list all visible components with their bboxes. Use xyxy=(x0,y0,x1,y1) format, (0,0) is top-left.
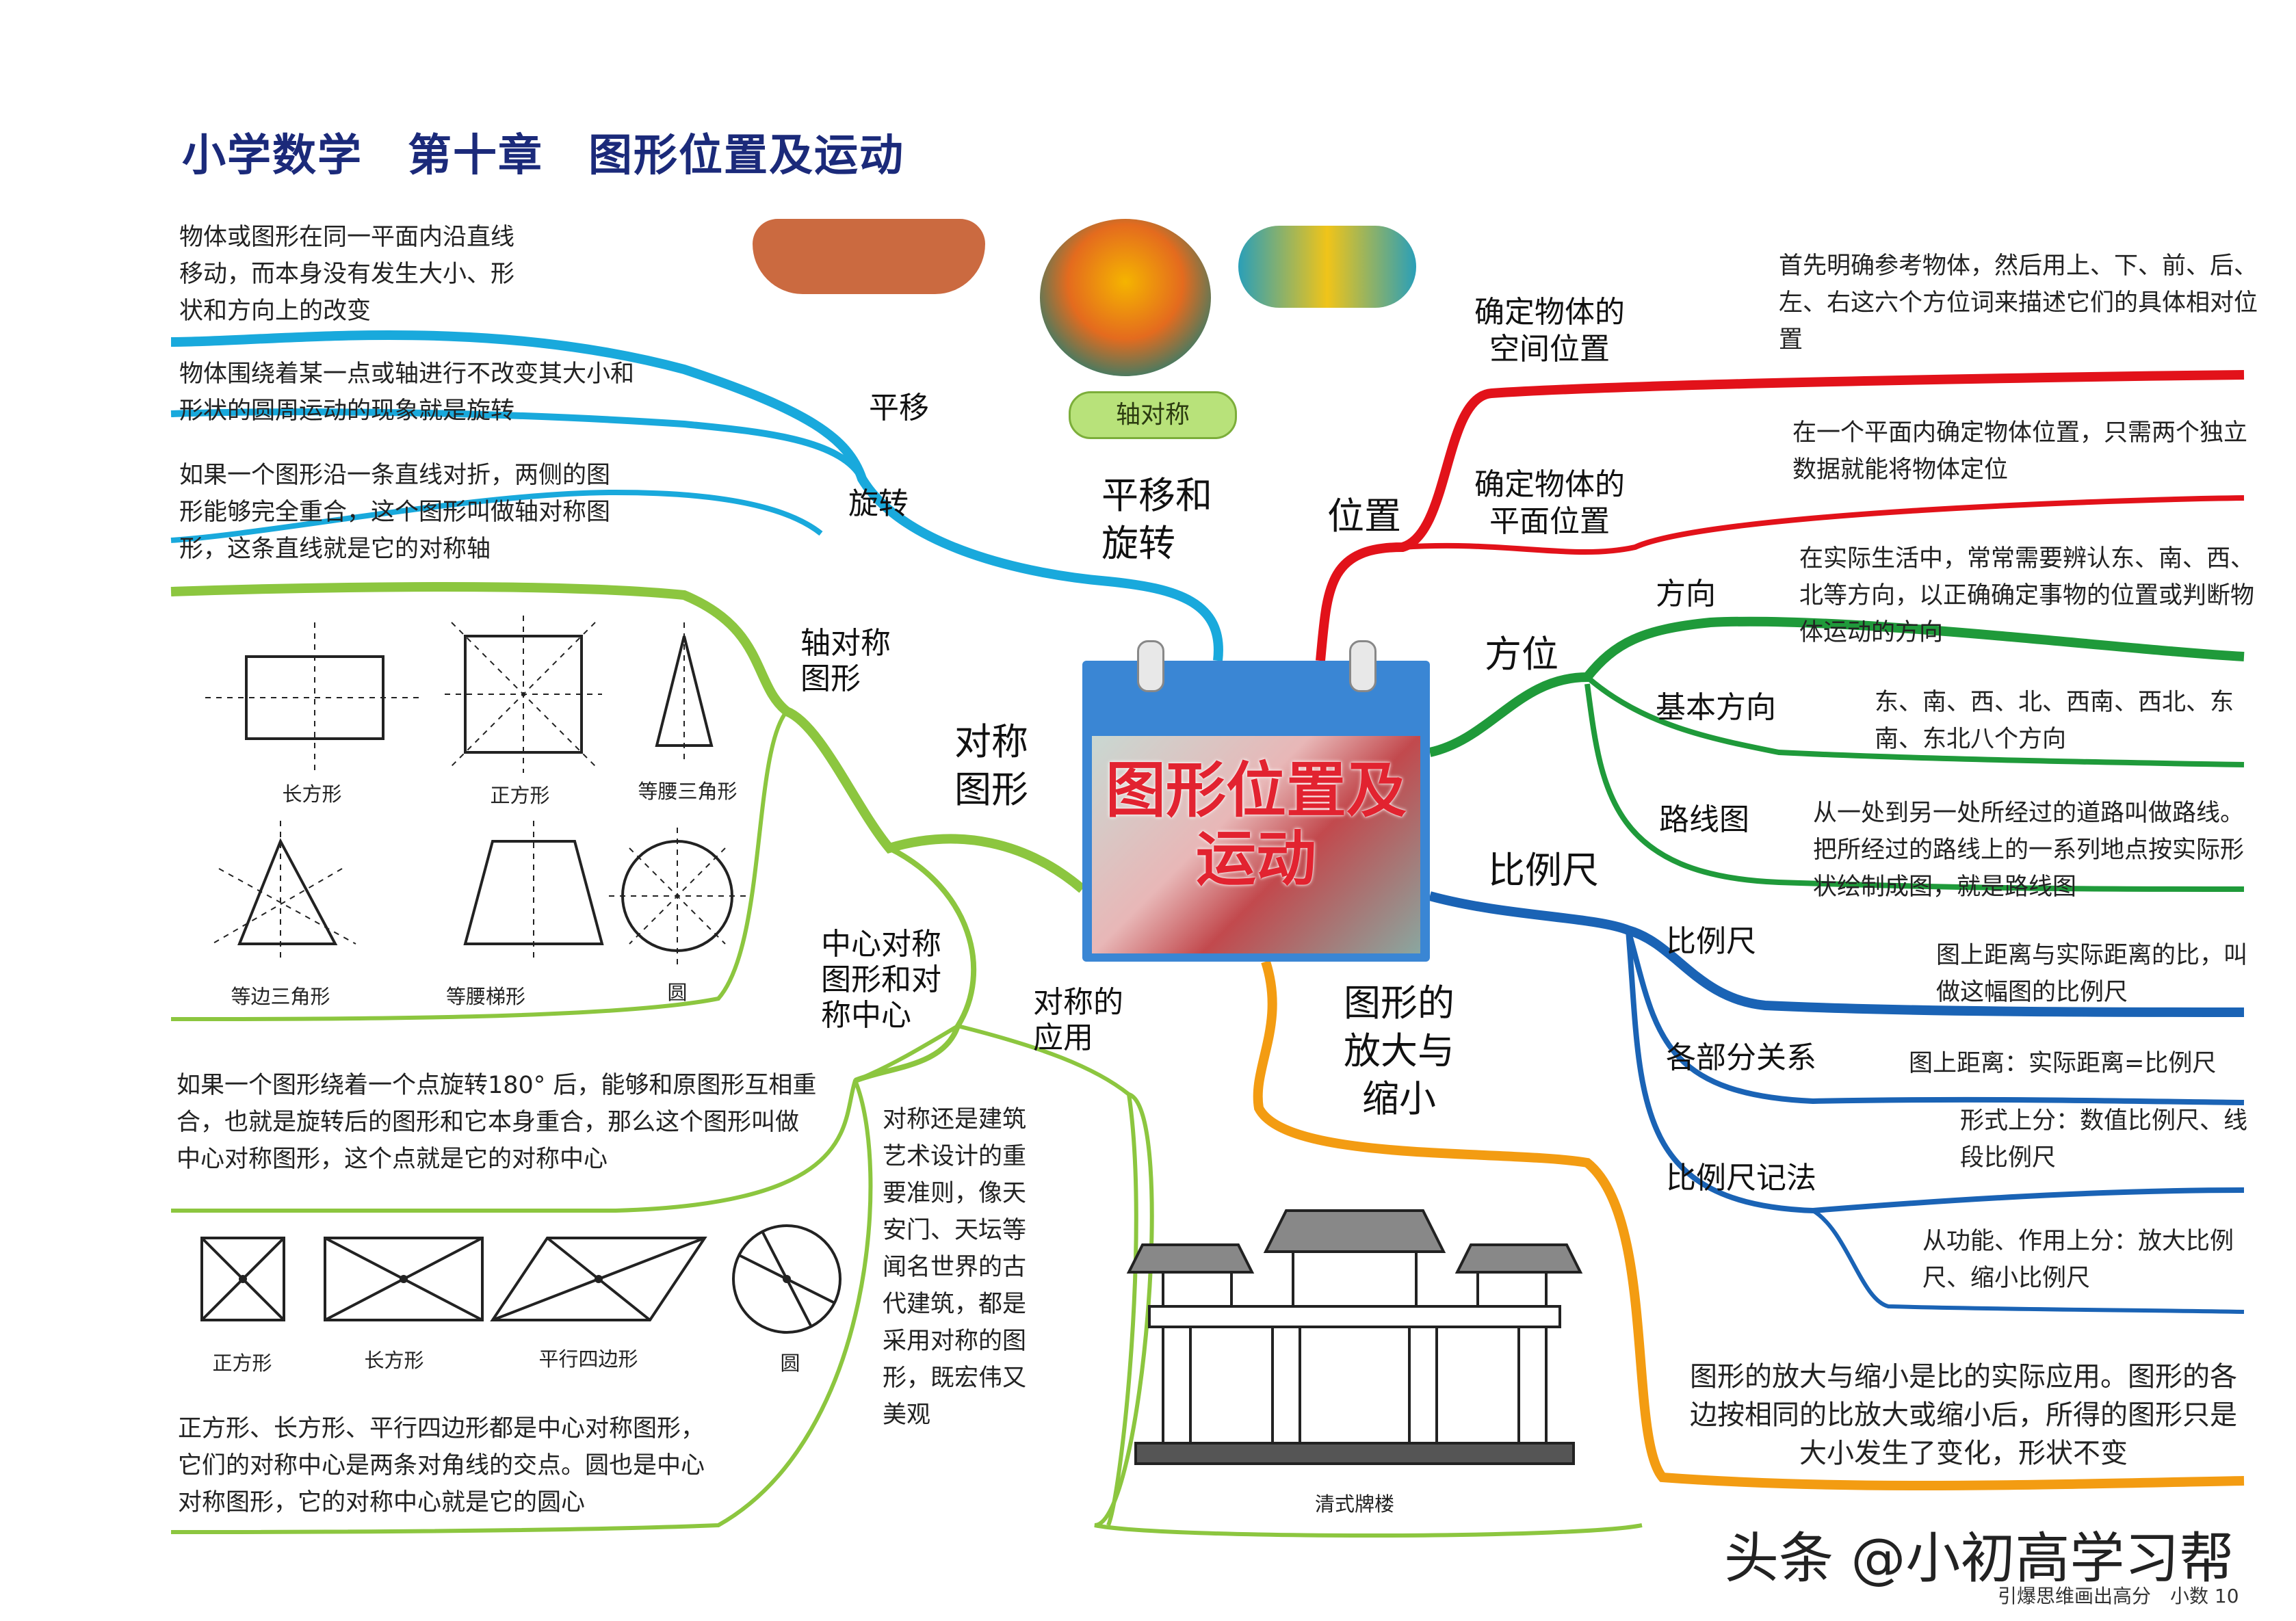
scale-label: 比例尺 xyxy=(1666,924,1756,959)
symmetry-application-label: 对称的应用 xyxy=(1033,985,1123,1055)
butterfly-kite-image xyxy=(1040,219,1211,376)
watermark: 头条 @小初高学习帮 xyxy=(1724,1527,2234,1590)
plane-position-label: 确定物体的平面位置 xyxy=(1474,467,1625,539)
enlarge-shrink-node: 图形的放大与缩小 xyxy=(1344,981,1454,1120)
basic-direction-definition: 东、南、西、北、西南、西北、东南、东北八个方向 xyxy=(1875,689,2234,753)
archway-image xyxy=(1126,1209,1583,1465)
enlarge-shrink-definition: 图形的放大与缩小是比的实际应用。图形的各边按相同的比放大或缩小后，所得的图形只是… xyxy=(1690,1361,2237,1469)
shape-caption: 圆 xyxy=(667,981,688,1004)
plum-blossom-photo xyxy=(1092,736,1420,953)
spatial-position-label: 确定物体的空间位置 xyxy=(1474,295,1625,367)
route-map-definition: 从一处到另一处所经过的道路叫做路线。把所经过的路线上的一系列地点按实际形状绘制成… xyxy=(1813,800,2245,901)
plane-position-definition: 在一个平面内确定物体位置，只需两个独立数据就能将物体定位 xyxy=(1792,419,2248,484)
central-symmetry-definition: 如果一个图形绕着一个点旋转180° 后，能够和原图形互相重合，也就是旋转后的图形… xyxy=(177,1072,817,1173)
dragonfly-kite-image xyxy=(1238,226,1416,308)
rotation-label: 旋转 xyxy=(848,486,909,521)
scale-definition: 图上距离与实际距离的比，叫做这幅图的比例尺 xyxy=(1936,942,2248,1006)
rotation-definition: 物体围绕着某一点或轴进行不改变其大小和形状的圆周运动的现象就是旋转 xyxy=(179,360,635,425)
binder-ring xyxy=(1137,640,1164,692)
translation-rotation-node: 平移和旋转 xyxy=(1101,474,1212,565)
shape-caption: 平行四边形 xyxy=(538,1347,638,1371)
shape-caption: 等边三角形 xyxy=(231,985,330,1008)
binder-ring xyxy=(1349,640,1377,692)
page-footer: 引爆思维画出高分 小数 10 xyxy=(1998,1585,2239,1607)
central-symmetry-note: 正方形、长方形、平行四边形都是中心对称图形，它们的对称中心是两条对角线的交点。圆… xyxy=(178,1415,705,1516)
center-node: 图形位置及运动 xyxy=(1082,640,1430,962)
scale-notation-form: 形式上分：数值比例尺、线段比例尺 xyxy=(1960,1107,2248,1172)
scale-node: 比例尺 xyxy=(1488,849,1599,892)
axis-symmetry-definition: 如果一个图形沿一条直线对折，两侧的图形能够完全重合，这个图形叫做轴对称图形，这条… xyxy=(179,462,611,563)
symmetry-application-definition: 对称还是建筑艺术设计的重要准则，像天安门、天坛等闻名世界的古代建筑，都是采用对称… xyxy=(883,1106,1027,1429)
spatial-position-definition: 首先明确参考物体，然后用上、下、前、后、左、右这六个方位词来描述它们的具体相对位… xyxy=(1779,252,2258,354)
central-symmetric-shapes xyxy=(200,1224,842,1334)
jade-pendant-image xyxy=(753,219,985,294)
translation-label: 平移 xyxy=(869,391,929,425)
central-symmetry-label: 中心对称图形和对称中心 xyxy=(821,927,941,1033)
archway-caption: 清式牌楼 xyxy=(1314,1492,1394,1516)
translation-definition: 物体或图形在同一平面内沿直线移动，而本身没有发生大小、形状和方向上的改变 xyxy=(179,224,515,325)
axis-symmetric-figure-label: 轴对称图形 xyxy=(800,626,891,696)
position-node: 位置 xyxy=(1327,495,1401,538)
axis-symmetric-shapes xyxy=(205,616,746,964)
part-relation-definition: 图上距离：实际距离=比例尺 xyxy=(1909,1050,2217,1077)
scale-notation-function: 从功能、作用上分：放大比例尺、缩小比例尺 xyxy=(1922,1228,2234,1292)
shape-caption: 正方形 xyxy=(212,1352,272,1375)
orientation-node: 方位 xyxy=(1485,633,1558,676)
axis-symmetry-badge: 轴对称 xyxy=(1069,391,1237,439)
shape-caption: 长方形 xyxy=(282,782,342,806)
shape-caption: 正方形 xyxy=(490,784,550,807)
shape-caption: 长方形 xyxy=(364,1349,424,1372)
direction-definition: 在实际生活中，常常需要辨认东、南、西、北等方向，以正确确定事物的位置或判断物体运… xyxy=(1799,545,2255,646)
scale-notation-label: 比例尺记法 xyxy=(1666,1161,1816,1196)
route-map-label: 路线图 xyxy=(1659,802,1749,837)
symmetric-figure-node: 对称图形 xyxy=(954,720,1028,811)
page-title: 小学数学 第十章 图形位置及运动 xyxy=(182,131,904,181)
shape-caption: 等腰梯形 xyxy=(445,985,525,1008)
basic-direction-label: 基本方向 xyxy=(1656,690,1776,725)
shape-caption: 等腰三角形 xyxy=(638,780,738,803)
direction-label: 方向 xyxy=(1656,577,1716,611)
shape-caption: 圆 xyxy=(780,1352,800,1375)
center-label: 图形位置及运动 xyxy=(1105,755,1407,894)
part-relation-label: 各部分关系 xyxy=(1666,1040,1816,1075)
